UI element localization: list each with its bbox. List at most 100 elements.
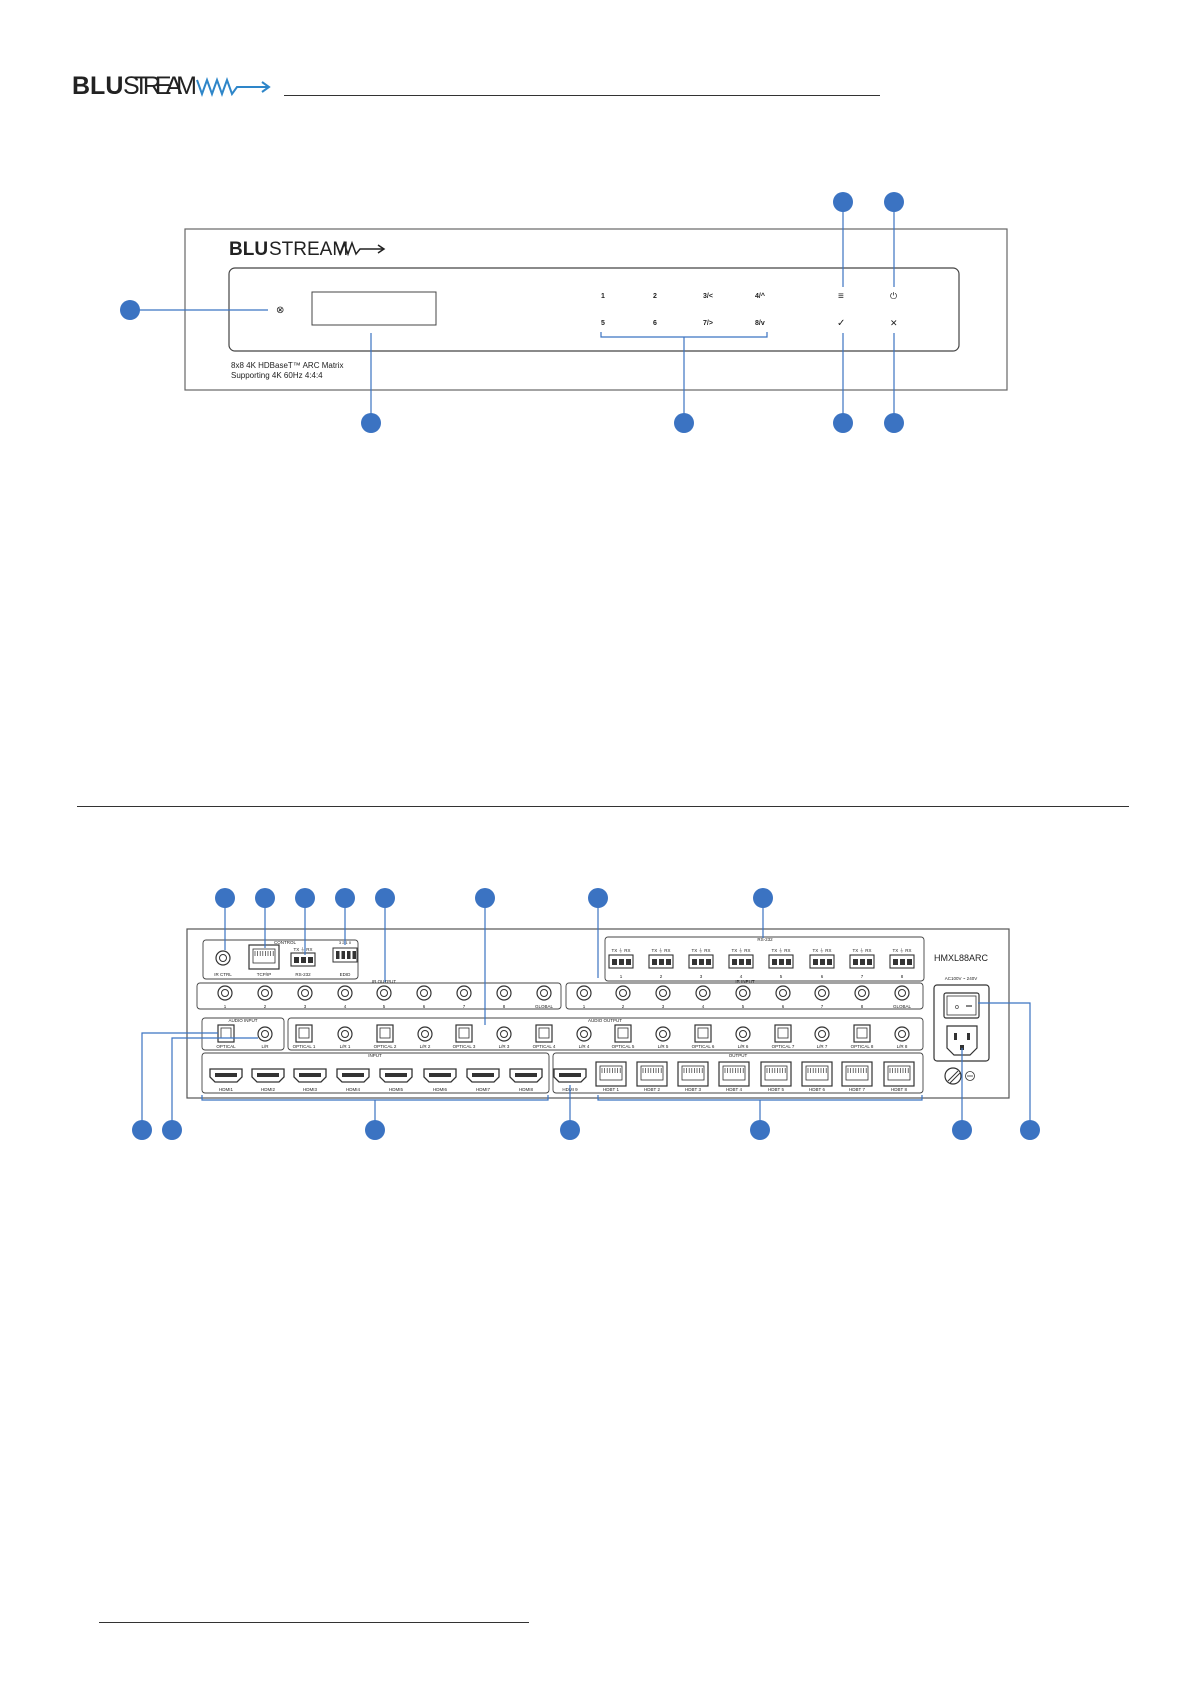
audio-input-optical-label: OPTICAL [216,1044,236,1049]
ir-input-port-label-3: 3 [662,1004,665,1009]
audio-output-port-11-inner [697,1027,709,1039]
rear-callout-15 [1020,1120,1040,1140]
hdbt-output-8-jack [887,1065,911,1081]
ir-ctrl-port-inner [219,954,227,962]
power-switch-rocker [946,995,977,1016]
ir-output-port-label-1: 1 [224,1004,227,1009]
rs232-port-label-2: 2 [660,974,663,979]
rs232-control-port-pin [301,957,306,963]
audio-output-port-4-inner [421,1030,429,1038]
audio-output-label: AUDIO OUTPUT [588,1018,622,1023]
button-5: 5 [601,320,605,327]
audio-output-port-5-inner [458,1027,470,1039]
audio-input-group [201,1017,285,1051]
button-2: 2 [653,293,657,300]
rear-callout-12 [560,1120,580,1140]
ground-screw-slot [947,1070,959,1082]
audio-output-port-label-12: L/R 6 [738,1044,749,1049]
hdmi-input-group [201,1052,550,1094]
rs232-port-2-pin [652,959,657,965]
rs232-txrx-6: TX ⏚ RX [812,947,831,953]
rs232-control-txrx: TX ⏚ RX [293,946,312,952]
dip-switch-lever [336,951,340,959]
ir-input-port-2-inner [619,989,627,997]
callout-ir-sensor [120,300,140,320]
audio-output-port-10-inner [659,1030,667,1038]
hdmi-input-label-8: HDMI8 [519,1087,533,1092]
rs232-port-7-pin [867,959,872,965]
button-7: 7/> [703,320,713,327]
audio-output-port-8-inner [580,1030,588,1038]
rear-callout-2 [255,888,275,908]
audio-output-port-label-2: L/R 1 [340,1044,351,1049]
hdbt-output-1-jack [599,1065,623,1081]
ir-input-port-label-1: 1 [583,1004,586,1009]
front-panel-diagram: BLU STREAM ⊗ 1 2 3/< 4/^ 5 6 7/> 8/v ≡ ⏻… [120,192,1008,433]
ir-output-port-4-inner [341,989,349,997]
front-callouts [120,192,904,433]
ir-input-port-4-inner [699,989,707,997]
rs232-port-5-pin [786,959,791,965]
ground-screw-slot2 [949,1072,961,1084]
hdbt-output-label-4: HDBT 4 [726,1087,742,1092]
hdbt-output-label-3: HDBT 3 [685,1087,701,1092]
rear-callout-13 [750,1120,770,1140]
rs232-port-4-pin [732,959,737,965]
ground-symbol [965,1071,975,1081]
hdmi-input-5-pins [385,1073,407,1077]
control-group [202,939,359,980]
rs232-port-2-pin [659,959,664,965]
ir-input-port-6-inner [779,989,787,997]
hdbt-output-5-jack [764,1065,788,1081]
audio-input-lr-label: L/R [261,1044,269,1049]
button-3: 3/< [703,293,713,300]
audio-output-port-14-inner [818,1030,826,1038]
ir-output-port-label-8: 8 [503,1004,506,1009]
rs232-port-6-pin [813,959,818,965]
power-switch-off: o [955,1004,959,1011]
ir-output-port-label-4: 4 [344,1004,347,1009]
ir-output-port-6-inner [420,989,428,997]
audio-output-port-2-inner [341,1030,349,1038]
output-group [552,1052,924,1094]
rear-callout-4 [335,888,355,908]
logo-stream-text: STREAM [123,72,197,100]
audio-output-port-3-inner [379,1027,391,1039]
output-label: OUTPUT [729,1053,748,1058]
ir-input-label: IR INPUT [735,979,755,984]
hdbt-output-7-jack [845,1065,869,1081]
ir-input-port-label-9: GLOBAL [893,1004,912,1009]
rear-callout-11 [365,1120,385,1140]
ir-input-port-label-6: 6 [782,1004,785,1009]
hdmi-input-1-pins [215,1073,237,1077]
svg-text:STREAM: STREAM [269,239,348,260]
rs232-control-port-pin [294,957,299,963]
header-logo: BLU STREAM [72,70,272,100]
rs232-port-2-pin [666,959,671,965]
header-rule [284,95,880,96]
ir-input-port-3-inner [659,989,667,997]
power-rating: AC100V ~ 240V [945,976,977,981]
ir-input-port-label-7: 7 [821,1004,824,1009]
audio-output-port-16-inner [898,1030,906,1038]
ir-input-port-label-2: 2 [622,1004,625,1009]
rear-callout-6 [475,888,495,908]
rs232-port-5-pin [779,959,784,965]
hdmi-input-label-6: HDMI6 [433,1087,447,1092]
ir-input-port-1-inner [580,989,588,997]
menu-icon: ≡ [838,291,844,302]
audio-output-port-label-13: OPTICAL 7 [772,1044,795,1049]
dip-switch-lever [341,951,345,959]
rear-callout-14 [952,1120,972,1140]
rs232-port-8-pin [907,959,912,965]
ir-input-port-9-inner [898,989,906,997]
button-4: 4/^ [755,292,765,300]
hdmi-input-label-5: HDMI5 [389,1087,403,1092]
callout-input-buttons [674,413,694,433]
lcd-display [311,291,437,326]
rs232-port-6-pin [820,959,825,965]
ir-input-port-5-inner [739,989,747,997]
svg-text:BLU: BLU [229,239,268,260]
rs232-port-8-pin [900,959,905,965]
